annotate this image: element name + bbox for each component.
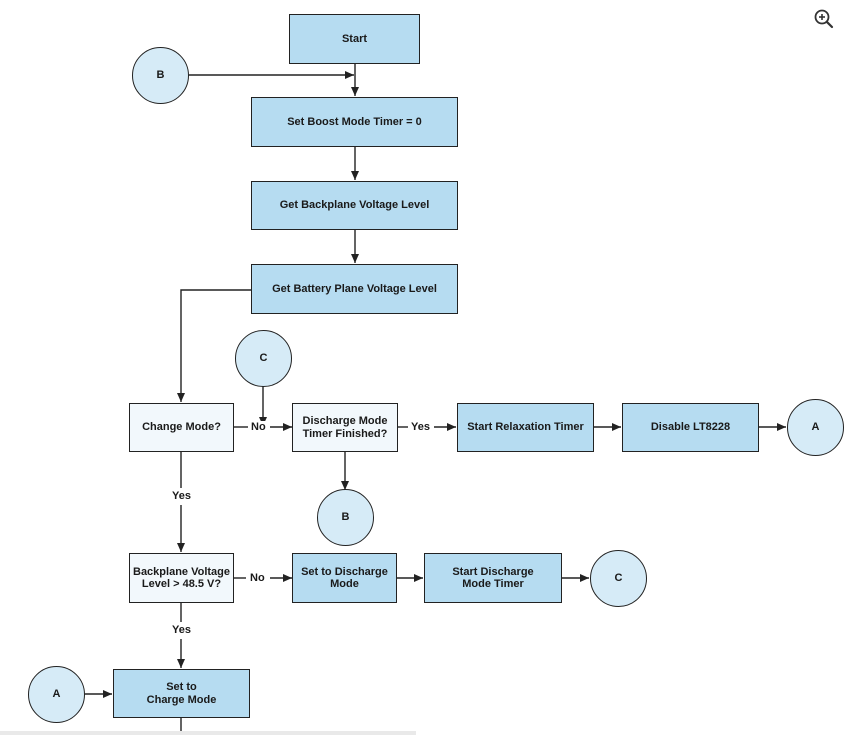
edge-label-yes-backplane-check: Yes	[170, 624, 193, 637]
disable-lt8228-box: Disable LT8228	[622, 403, 759, 452]
set-charge-mode-box: Set to Charge Mode	[113, 669, 250, 718]
get-battery-voltage-box: Get Battery Plane Voltage Level	[251, 264, 458, 314]
edge-label-no-change-mode: No	[249, 421, 268, 434]
connector-c-top: C	[235, 330, 292, 387]
zoom-in-icon[interactable]	[813, 8, 835, 30]
horizontal-scrollbar[interactable]	[0, 731, 416, 735]
edge-label-yes-change-mode: Yes	[170, 490, 193, 503]
change-mode-decision: Change Mode?	[129, 403, 234, 452]
set-discharge-mode-box: Set to Discharge Mode	[292, 553, 397, 603]
discharge-timer-finished-decision: Discharge Mode Timer Finished?	[292, 403, 398, 452]
get-backplane-voltage-box: Get Backplane Voltage Level	[251, 181, 458, 230]
edge-label-yes-timer-finished: Yes	[409, 421, 432, 434]
edge-label-no-backplane-check: No	[248, 572, 267, 585]
edge-battery-to-change	[177, 289, 251, 402]
start-discharge-timer-box: Start Discharge Mode Timer	[424, 553, 562, 603]
connector-a-left: A	[28, 666, 85, 723]
connector-b-top: B	[132, 47, 189, 104]
connector-c-right: C	[590, 550, 647, 607]
start-box: Start	[289, 14, 420, 64]
start-relaxation-timer-box: Start Relaxation Timer	[457, 403, 594, 452]
backplane-voltage-check-decision: Backplane Voltage Level > 48.5 V?	[129, 553, 234, 603]
connector-b-mid: B	[317, 489, 374, 546]
set-boost-timer-box: Set Boost Mode Timer = 0	[251, 97, 458, 147]
connector-a-right: A	[787, 399, 844, 456]
